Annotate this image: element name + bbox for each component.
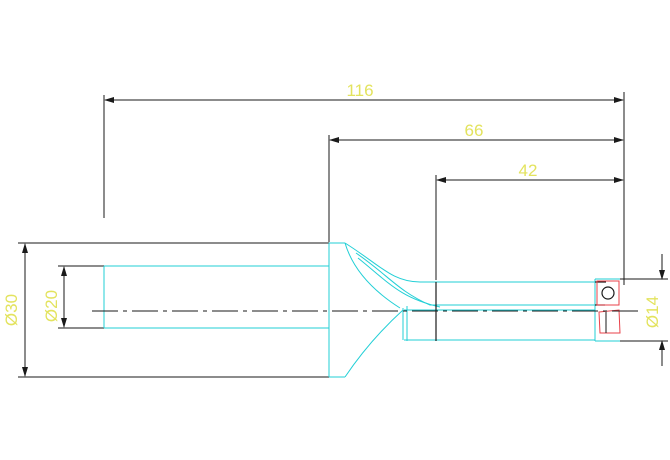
cutting-insert bbox=[596, 280, 621, 334]
insert-screw-icon bbox=[601, 286, 615, 300]
tool-body bbox=[103, 242, 620, 378]
dim-overall-length: 116 bbox=[346, 81, 373, 100]
dim-bore-diameter: Ø20 bbox=[42, 290, 61, 322]
dim-drill-length: 42 bbox=[519, 161, 538, 180]
insert-red-upper bbox=[596, 280, 620, 306]
dim-middle-length: 66 bbox=[465, 121, 484, 140]
extension-lines bbox=[18, 92, 668, 378]
insert-red-lower bbox=[598, 309, 621, 334]
dim-shank-diameter: Ø30 bbox=[2, 294, 21, 326]
dim-tip-diameter: Ø14 bbox=[643, 296, 662, 328]
dimension-texts: 116 66 42 Ø30 Ø20 Ø14 bbox=[2, 81, 662, 328]
dimension-lines bbox=[22, 97, 665, 377]
